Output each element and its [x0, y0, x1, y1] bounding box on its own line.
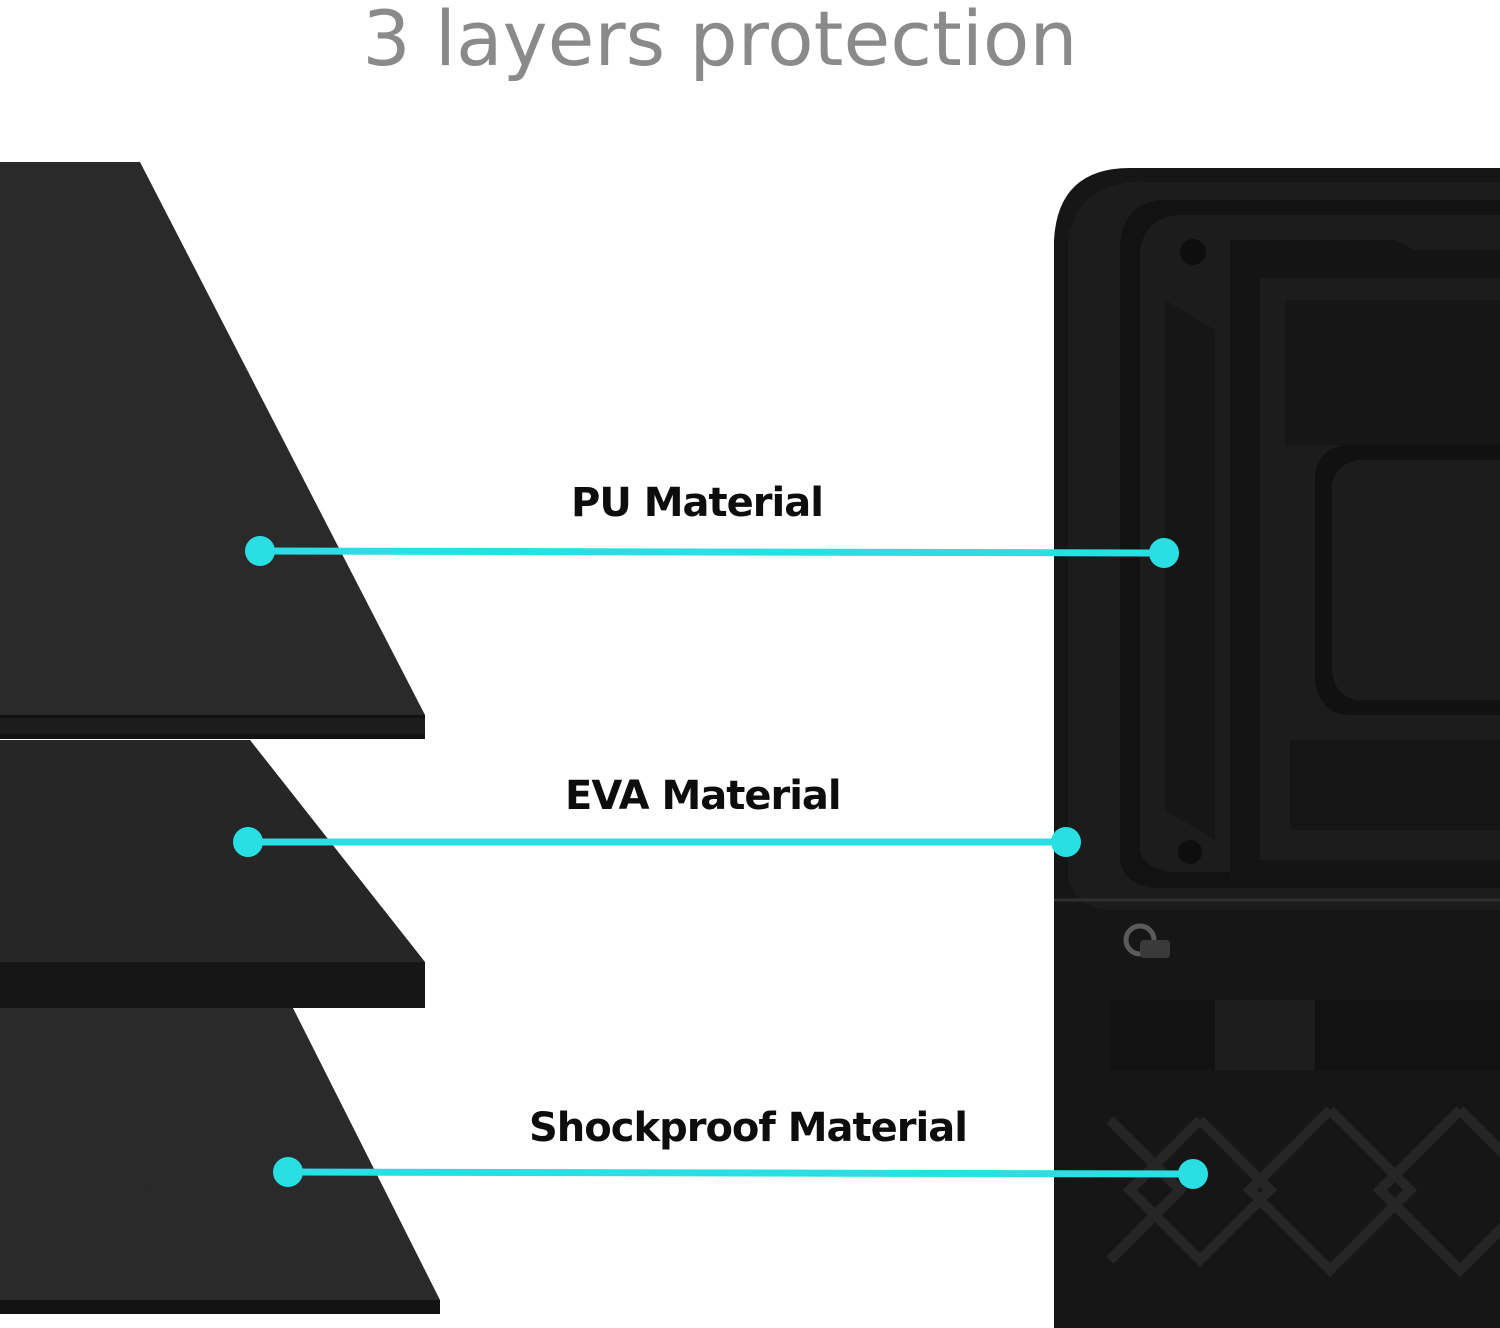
- callout-pu: [245, 536, 1179, 568]
- callout-shockproof-end-dot: [1178, 1159, 1208, 1189]
- label-eva-material: EVA Material: [565, 773, 842, 819]
- callout-pu-end-dot: [1149, 538, 1179, 568]
- label-shockproof-material: Shockproof Material: [529, 1105, 968, 1151]
- callout-eva: [233, 827, 1081, 857]
- callout-eva-end-dot: [1051, 827, 1081, 857]
- callout-pu-start-dot: [245, 536, 275, 566]
- callout-eva-start-dot: [233, 827, 263, 857]
- layer-sheet-pu: [0, 162, 425, 739]
- layer-sheet-shockproof: [0, 1008, 440, 1314]
- page-title: 3 layers protection: [362, 0, 1078, 83]
- callout-shockproof: [273, 1157, 1208, 1189]
- layer-sheet-eva: [0, 740, 425, 1008]
- callout-shockproof-start-dot: [273, 1157, 303, 1187]
- label-pu-material: PU Material: [571, 480, 824, 526]
- case-image: [1054, 168, 1500, 1328]
